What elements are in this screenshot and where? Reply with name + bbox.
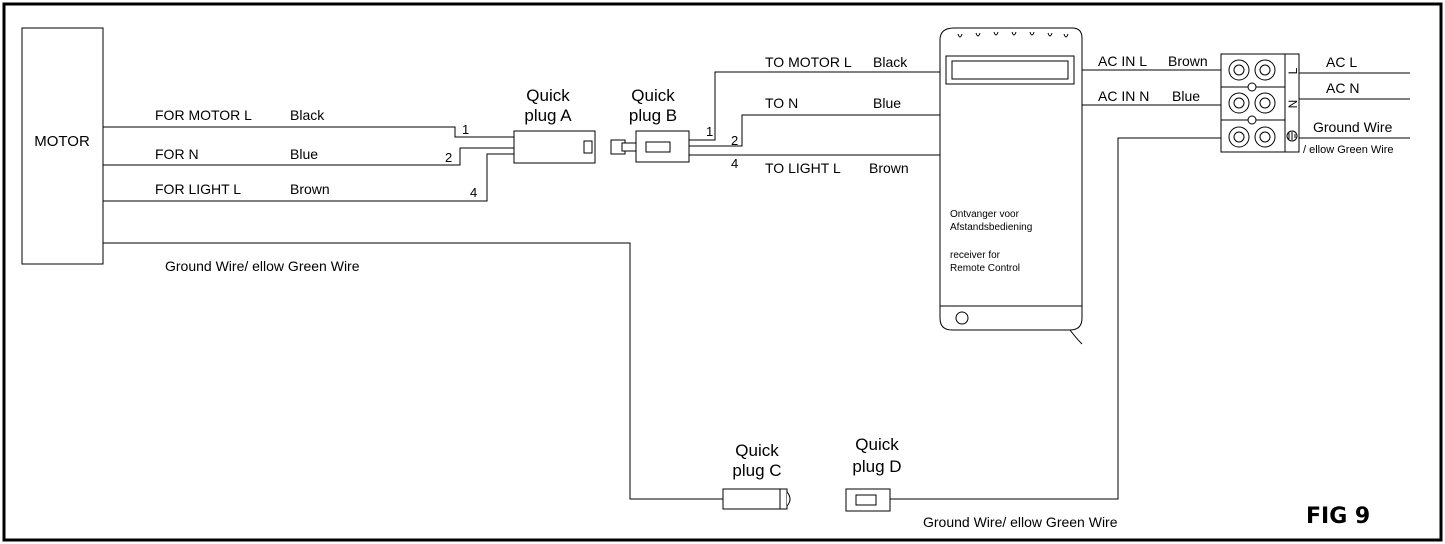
for-motor-l-color: Black — [290, 107, 325, 123]
right-wire-labels: TO MOTOR L Black TO N Blue TO LIGHT L Br… — [706, 54, 909, 176]
receiver-text-line1: Ontvanger voor — [950, 209, 1020, 220]
receiver-antenna — [1069, 329, 1083, 345]
ac-in-wires: AC IN L Brown AC IN N Blue — [1082, 53, 1221, 106]
plug-b-label-line2: plug B — [629, 106, 677, 125]
motor-ground-label: Ground Wire/ ellow Green Wire — [165, 258, 360, 274]
motor-label: MOTOR — [34, 133, 90, 150]
pin-1-left: 1 — [462, 122, 469, 137]
mains-wires: AC L AC N Ground Wire / ellow Green Wire — [1299, 54, 1410, 156]
wire-to-n — [689, 114, 942, 147]
wire-for-n — [103, 147, 514, 166]
right-wires — [689, 71, 942, 156]
wire-motor-ground — [103, 242, 723, 500]
to-n-color: Blue — [873, 95, 901, 111]
pin-4-right: 4 — [731, 156, 738, 171]
ac-l-label: AC L — [1326, 54, 1357, 70]
receiver-text-line3: receiver for — [950, 250, 1001, 261]
plug-d-label-line1: Quick — [855, 435, 899, 454]
left-wires — [103, 126, 723, 500]
to-light-l-color: Brown — [869, 160, 909, 176]
quick-plug-b: Quick plug B — [610, 86, 690, 163]
ac-in-n-color: Blue — [1172, 88, 1200, 104]
receiver-led-icon — [955, 311, 969, 325]
pin-1-right: 1 — [706, 124, 713, 139]
plug-b-label-line1: Quick — [631, 86, 675, 105]
quick-plug-a: Quick plug A — [513, 86, 596, 164]
figure-label: FIG 9 — [1306, 504, 1370, 529]
plug-c-label-line2: plug C — [732, 461, 781, 480]
for-light-l-label: FOR LIGHT L — [155, 181, 241, 197]
plug-c-label-line1: Quick — [735, 441, 779, 460]
receiver-text-line2: Afstandsbediening — [950, 222, 1032, 233]
wire-for-motor-l — [103, 126, 514, 138]
mains-ground-color: / ellow Green Wire — [1303, 144, 1393, 156]
to-motor-l-label: TO MOTOR L — [765, 54, 852, 70]
wire-terminal-ground — [890, 137, 1221, 500]
terminal-screw-icons — [1228, 59, 1276, 148]
quick-plug-c: Quick plug C — [722, 441, 791, 510]
to-motor-l-color: Black — [873, 54, 908, 70]
left-wire-labels: FOR MOTOR L Black FOR N Blue FOR LIGHT L… — [155, 107, 477, 274]
ac-in-l-color: Brown — [1168, 53, 1208, 69]
pin-2-left: 2 — [445, 150, 452, 165]
mains-ground-label: Ground Wire — [1313, 119, 1393, 135]
receiver-unit: Ontvanger voor Afstandsbediening receive… — [939, 27, 1083, 345]
ac-in-l-label: AC IN L — [1098, 53, 1147, 69]
for-light-l-color: Brown — [290, 181, 330, 197]
terminal-block: L N — [1220, 53, 1300, 153]
pin-2-right: 2 — [731, 133, 738, 148]
ac-n-label: AC N — [1326, 80, 1359, 96]
plug-d-label-line2: plug D — [852, 457, 901, 476]
to-light-l-label: TO LIGHT L — [765, 160, 841, 176]
motor-box: MOTOR — [21, 27, 104, 265]
wire-to-motor-l — [689, 71, 942, 141]
quick-plug-d: Quick plug D — [845, 435, 902, 512]
for-motor-l-label: FOR MOTOR L — [155, 107, 252, 123]
plug-a-label-line2: plug A — [524, 106, 572, 125]
terminal-l-mark: L — [1286, 67, 1300, 74]
for-n-color: Blue — [290, 146, 318, 162]
ac-in-n-label: AC IN N — [1098, 88, 1149, 104]
for-n-label: FOR N — [155, 146, 199, 162]
to-n-label: TO N — [765, 95, 798, 111]
wire-for-light-l — [103, 153, 514, 202]
plug-a-label-line1: Quick — [526, 86, 570, 105]
terminal-n-mark: N — [1286, 100, 1300, 109]
ground-symbol-icon — [1286, 130, 1298, 142]
receiver-top-vents — [957, 31, 1069, 38]
receiver-text-line4: Remote Control — [950, 263, 1020, 274]
pin-4-left: 4 — [470, 185, 477, 200]
bottom-ground-label: Ground Wire/ ellow Green Wire — [923, 514, 1118, 530]
